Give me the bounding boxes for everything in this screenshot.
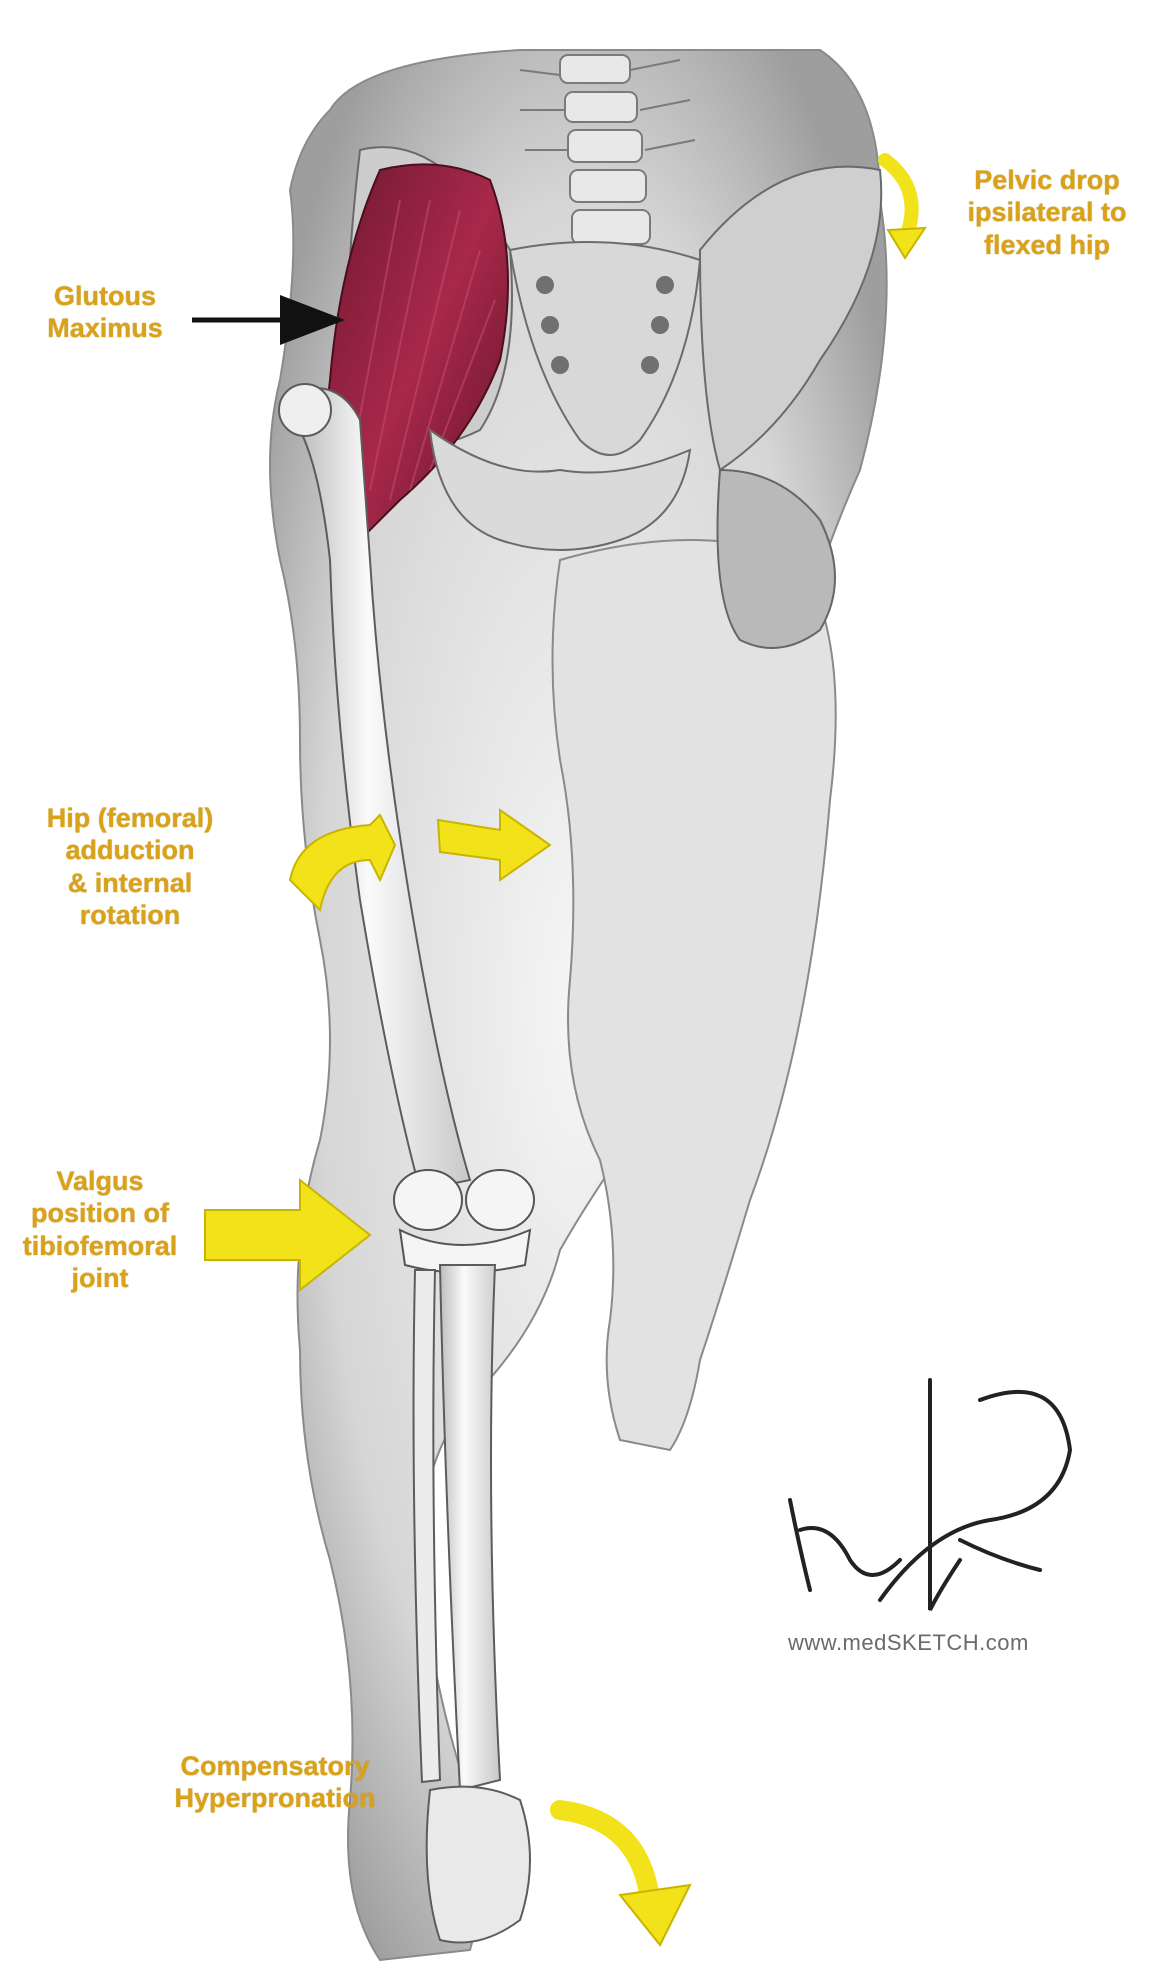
comp-label-line-2: Hyperpronation: [140, 1782, 410, 1814]
valgus-label-line-4: joint: [0, 1262, 200, 1294]
pelvic-label-line-3: flexed hip: [942, 229, 1152, 261]
hyperpronation-arrow: [560, 1810, 690, 1945]
gluteus-label-line-1: Glutous: [10, 280, 200, 312]
hip-label-line-4: rotation: [10, 899, 250, 931]
pelvic-drop-arrow: [885, 160, 925, 258]
left-foot: [427, 1787, 530, 1943]
hyperpronation-label: Compensatory Hyperpronation: [140, 1750, 410, 1815]
valgus-label-line-3: tibiofemoral: [0, 1230, 200, 1262]
gluteus-label-line-2: Maximus: [10, 312, 200, 344]
valgus-label-line-1: Valgus: [0, 1165, 200, 1197]
valgus-label: Valgus position of tibiofemoral joint: [0, 1165, 200, 1295]
hip-label-line-1: Hip (femoral): [10, 802, 250, 834]
left-tibia: [440, 1265, 500, 1790]
hip-label-line-2: adduction: [10, 834, 250, 866]
source-watermark: www.medSKETCH.com: [788, 1630, 1088, 1656]
pelvic-drop-label: Pelvic drop ipsilateral to flexed hip: [942, 164, 1152, 261]
hip-label-line-3: & internal: [10, 867, 250, 899]
artist-signature: [790, 1380, 1070, 1610]
femoral-head: [279, 384, 331, 436]
gluteus-maximus-label: Glutous Maximus: [10, 280, 200, 345]
comp-label-line-1: Compensatory: [140, 1750, 410, 1782]
hip-adduction-label: Hip (femoral) adduction & internal rotat…: [10, 802, 250, 932]
right-leg-silhouette: [553, 540, 836, 1450]
pelvic-label-line-2: ipsilateral to: [942, 196, 1152, 228]
pelvic-label-line-1: Pelvic drop: [942, 164, 1152, 196]
valgus-label-line-2: position of: [0, 1197, 200, 1229]
